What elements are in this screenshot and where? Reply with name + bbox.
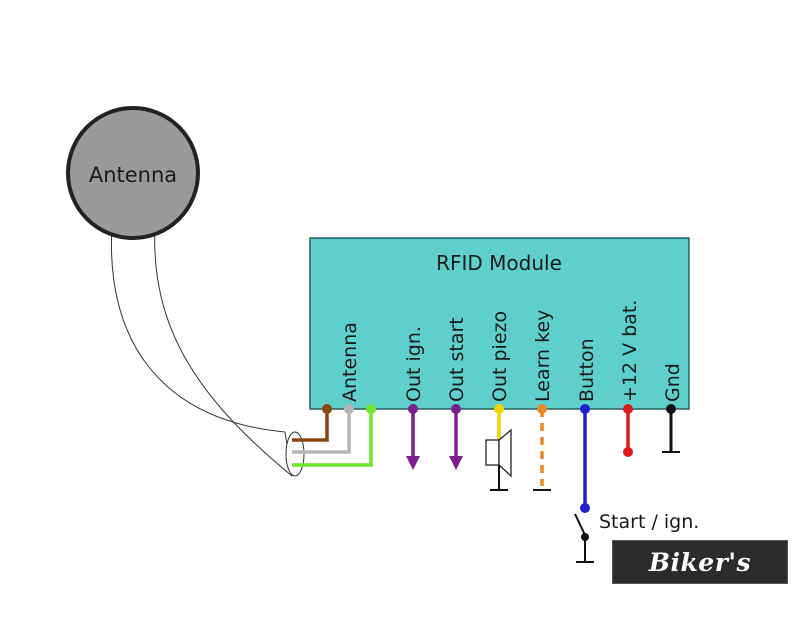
pin-label-learn-key: Learn key xyxy=(532,310,554,402)
switch-icon xyxy=(574,513,594,563)
pin-dot-gray xyxy=(344,404,354,414)
rfid-module: RFID Module Antenna Out ign. Out start O… xyxy=(309,237,690,410)
watermark-logo: Biker's Store xyxy=(612,540,788,621)
wiring-diagram: Antenna RFID Module Antenna Out ign. Out… xyxy=(66,106,699,563)
wire-brown xyxy=(292,409,329,442)
pin-label-antenna: Antenna xyxy=(339,322,361,402)
wire-out-start xyxy=(449,404,463,470)
wire-learn-key xyxy=(533,404,551,491)
module-title: RFID Module xyxy=(436,251,562,275)
pin-label-button: Button xyxy=(576,338,598,402)
wire-gnd xyxy=(662,404,680,453)
antenna-cable xyxy=(110,224,305,477)
wire-green xyxy=(292,409,373,467)
pin-dot-brown xyxy=(322,404,332,414)
pin-label-gnd: Gnd xyxy=(662,363,684,402)
wire-button: Start / ign. xyxy=(574,404,699,563)
wire-gray xyxy=(292,409,351,454)
antenna: Antenna xyxy=(66,106,200,240)
pin-dot-green xyxy=(366,404,376,414)
pin-label-12v-bat: +12 V bat. xyxy=(619,300,641,402)
switch-label: Start / ign. xyxy=(599,511,699,533)
wire-out-ign xyxy=(406,404,420,470)
wire-out-piezo xyxy=(485,404,512,491)
arrow-down-icon xyxy=(406,456,420,470)
speaker-icon xyxy=(485,428,512,478)
antenna-label: Antenna xyxy=(89,163,177,187)
antenna-wires xyxy=(292,404,376,467)
pin-label-out-ign: Out ign. xyxy=(403,326,425,402)
pin-label-out-piezo: Out piezo xyxy=(489,311,511,402)
arrow-down-icon xyxy=(449,456,463,470)
antenna-circle xyxy=(66,106,200,240)
wire-12v-bat xyxy=(623,404,633,457)
pin-label-out-start: Out start xyxy=(446,317,468,402)
